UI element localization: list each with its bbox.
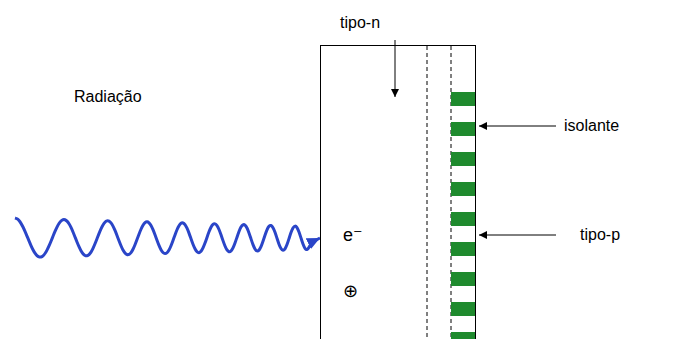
p-type-strip [451,92,475,106]
p-type-strip [451,272,475,286]
leader-arrow [479,235,556,236]
p-type-strip [451,242,475,256]
hole-symbol: ⊕ [343,282,358,302]
p-type-strip [451,212,475,226]
electron-symbol: e⁻ [343,226,363,246]
p-type-strip [451,152,475,166]
radiation-wave [15,218,320,257]
junction-line [427,46,428,339]
leader-arrow [479,126,556,127]
part-label: tipo-p [580,226,620,244]
semiconductor-block: e⁻ ⊕ [320,45,476,339]
p-type-strip [451,122,475,136]
leader-arrow [395,40,396,97]
part-label: tipo-n [340,14,380,32]
part-label: Radiação [74,88,142,106]
part-label: isolante [564,117,619,135]
p-type-strip [451,302,475,316]
p-type-strip [451,332,475,339]
p-type-strips [451,92,475,339]
p-type-strip [451,182,475,196]
